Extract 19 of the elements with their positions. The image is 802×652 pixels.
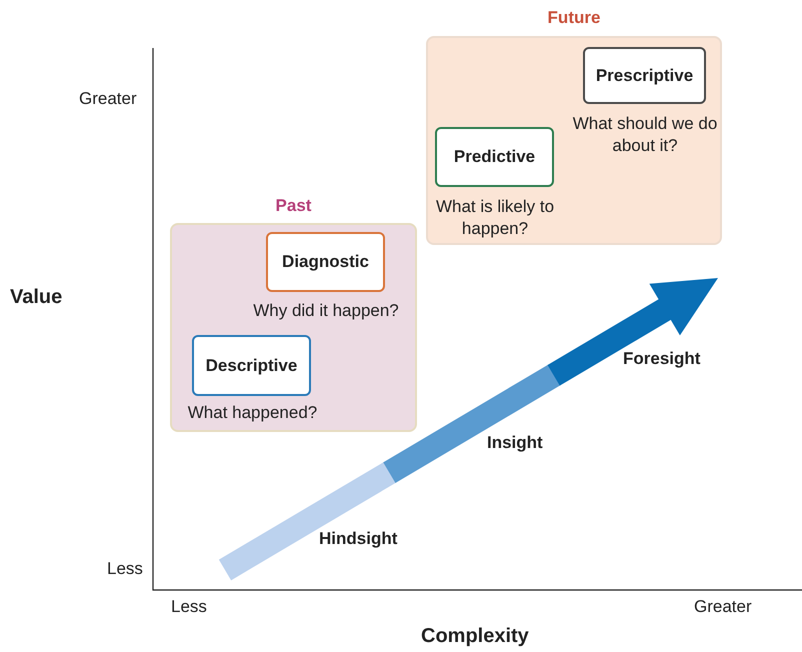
category-box: Diagnostic xyxy=(266,232,385,292)
group-heading: Future xyxy=(546,8,602,28)
category-box: Predictive xyxy=(435,127,554,187)
question-text: What is likely to happen? xyxy=(434,196,556,240)
question-text: What happened? xyxy=(186,402,318,424)
axis-title: Value xyxy=(10,286,62,309)
stage-label: Insight xyxy=(487,433,543,453)
axis-tick-label: Less xyxy=(107,559,143,579)
axis-tick-label: Greater xyxy=(694,597,752,617)
group-heading: Past xyxy=(274,196,312,216)
stage-label: Hindsight xyxy=(319,529,398,549)
question-text: Why did it happen? xyxy=(252,300,400,322)
question-text: What should we do about it? xyxy=(572,113,718,157)
axis-title: Complexity xyxy=(421,625,529,648)
category-box: Descriptive xyxy=(192,335,311,396)
axis-tick-label: Greater xyxy=(79,89,137,109)
category-box: Prescriptive xyxy=(583,47,706,104)
stage-label: Foresight xyxy=(623,349,700,369)
axis-tick-label: Less xyxy=(171,597,207,617)
